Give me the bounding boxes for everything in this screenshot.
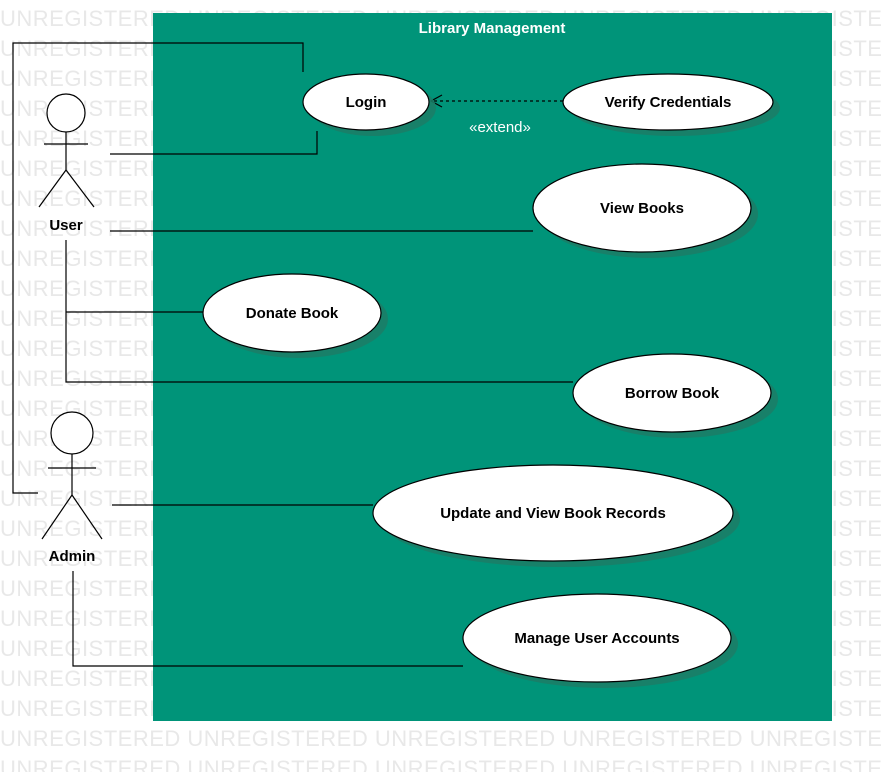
use-case-borrow-book-label: Borrow Book [625, 385, 720, 402]
actor-user[interactable] [38, 93, 95, 208]
use-case-login-label: Login [346, 94, 387, 111]
use-case-borrow-book[interactable]: Borrow Book [572, 353, 778, 438]
extend-label: «extend» [469, 119, 531, 136]
actor-admin[interactable] [41, 411, 103, 540]
system-title: Library Management [419, 20, 566, 37]
actor-user-left-leg [38, 169, 67, 208]
watermark-row: UNREGISTERED UNREGISTERED UNREGISTERED U… [0, 726, 882, 751]
user-login-link [110, 131, 318, 155]
actor-user-head [46, 93, 86, 133]
actor-user-right-leg [65, 169, 95, 208]
use-case-view-books-label: View Books [600, 200, 684, 217]
actor-admin-head [50, 411, 94, 455]
use-case-verify-credentials-label: Verify Credentials [605, 94, 732, 111]
user-borrow-book-link [65, 240, 573, 383]
use-case-donate-book[interactable]: Donate Book [202, 273, 388, 358]
use-case-login[interactable]: Login [302, 73, 436, 136]
actor-admin-left-leg [41, 494, 73, 540]
use-case-view-books[interactable]: View Books [532, 163, 758, 258]
actor-admin-label: Admin [49, 548, 96, 565]
watermark-row: UNREGISTERED UNREGISTERED UNREGISTERED U… [0, 756, 882, 772]
use-case-manage-accounts[interactable]: Manage User Accounts [462, 593, 738, 688]
use-case-donate-book-label: Donate Book [246, 305, 339, 322]
use-case-verify-credentials[interactable]: Verify Credentials [562, 73, 780, 136]
admin-login-link [12, 42, 304, 494]
actor-admin-right-leg [71, 494, 103, 540]
use-case-manage-accounts-label: Manage User Accounts [514, 630, 679, 647]
use-case-update-records-label: Update and View Book Records [440, 505, 666, 522]
use-case-update-records[interactable]: Update and View Book Records [372, 464, 740, 567]
actor-user-label: User [49, 217, 83, 234]
admin-manage-accounts-link [72, 571, 463, 667]
